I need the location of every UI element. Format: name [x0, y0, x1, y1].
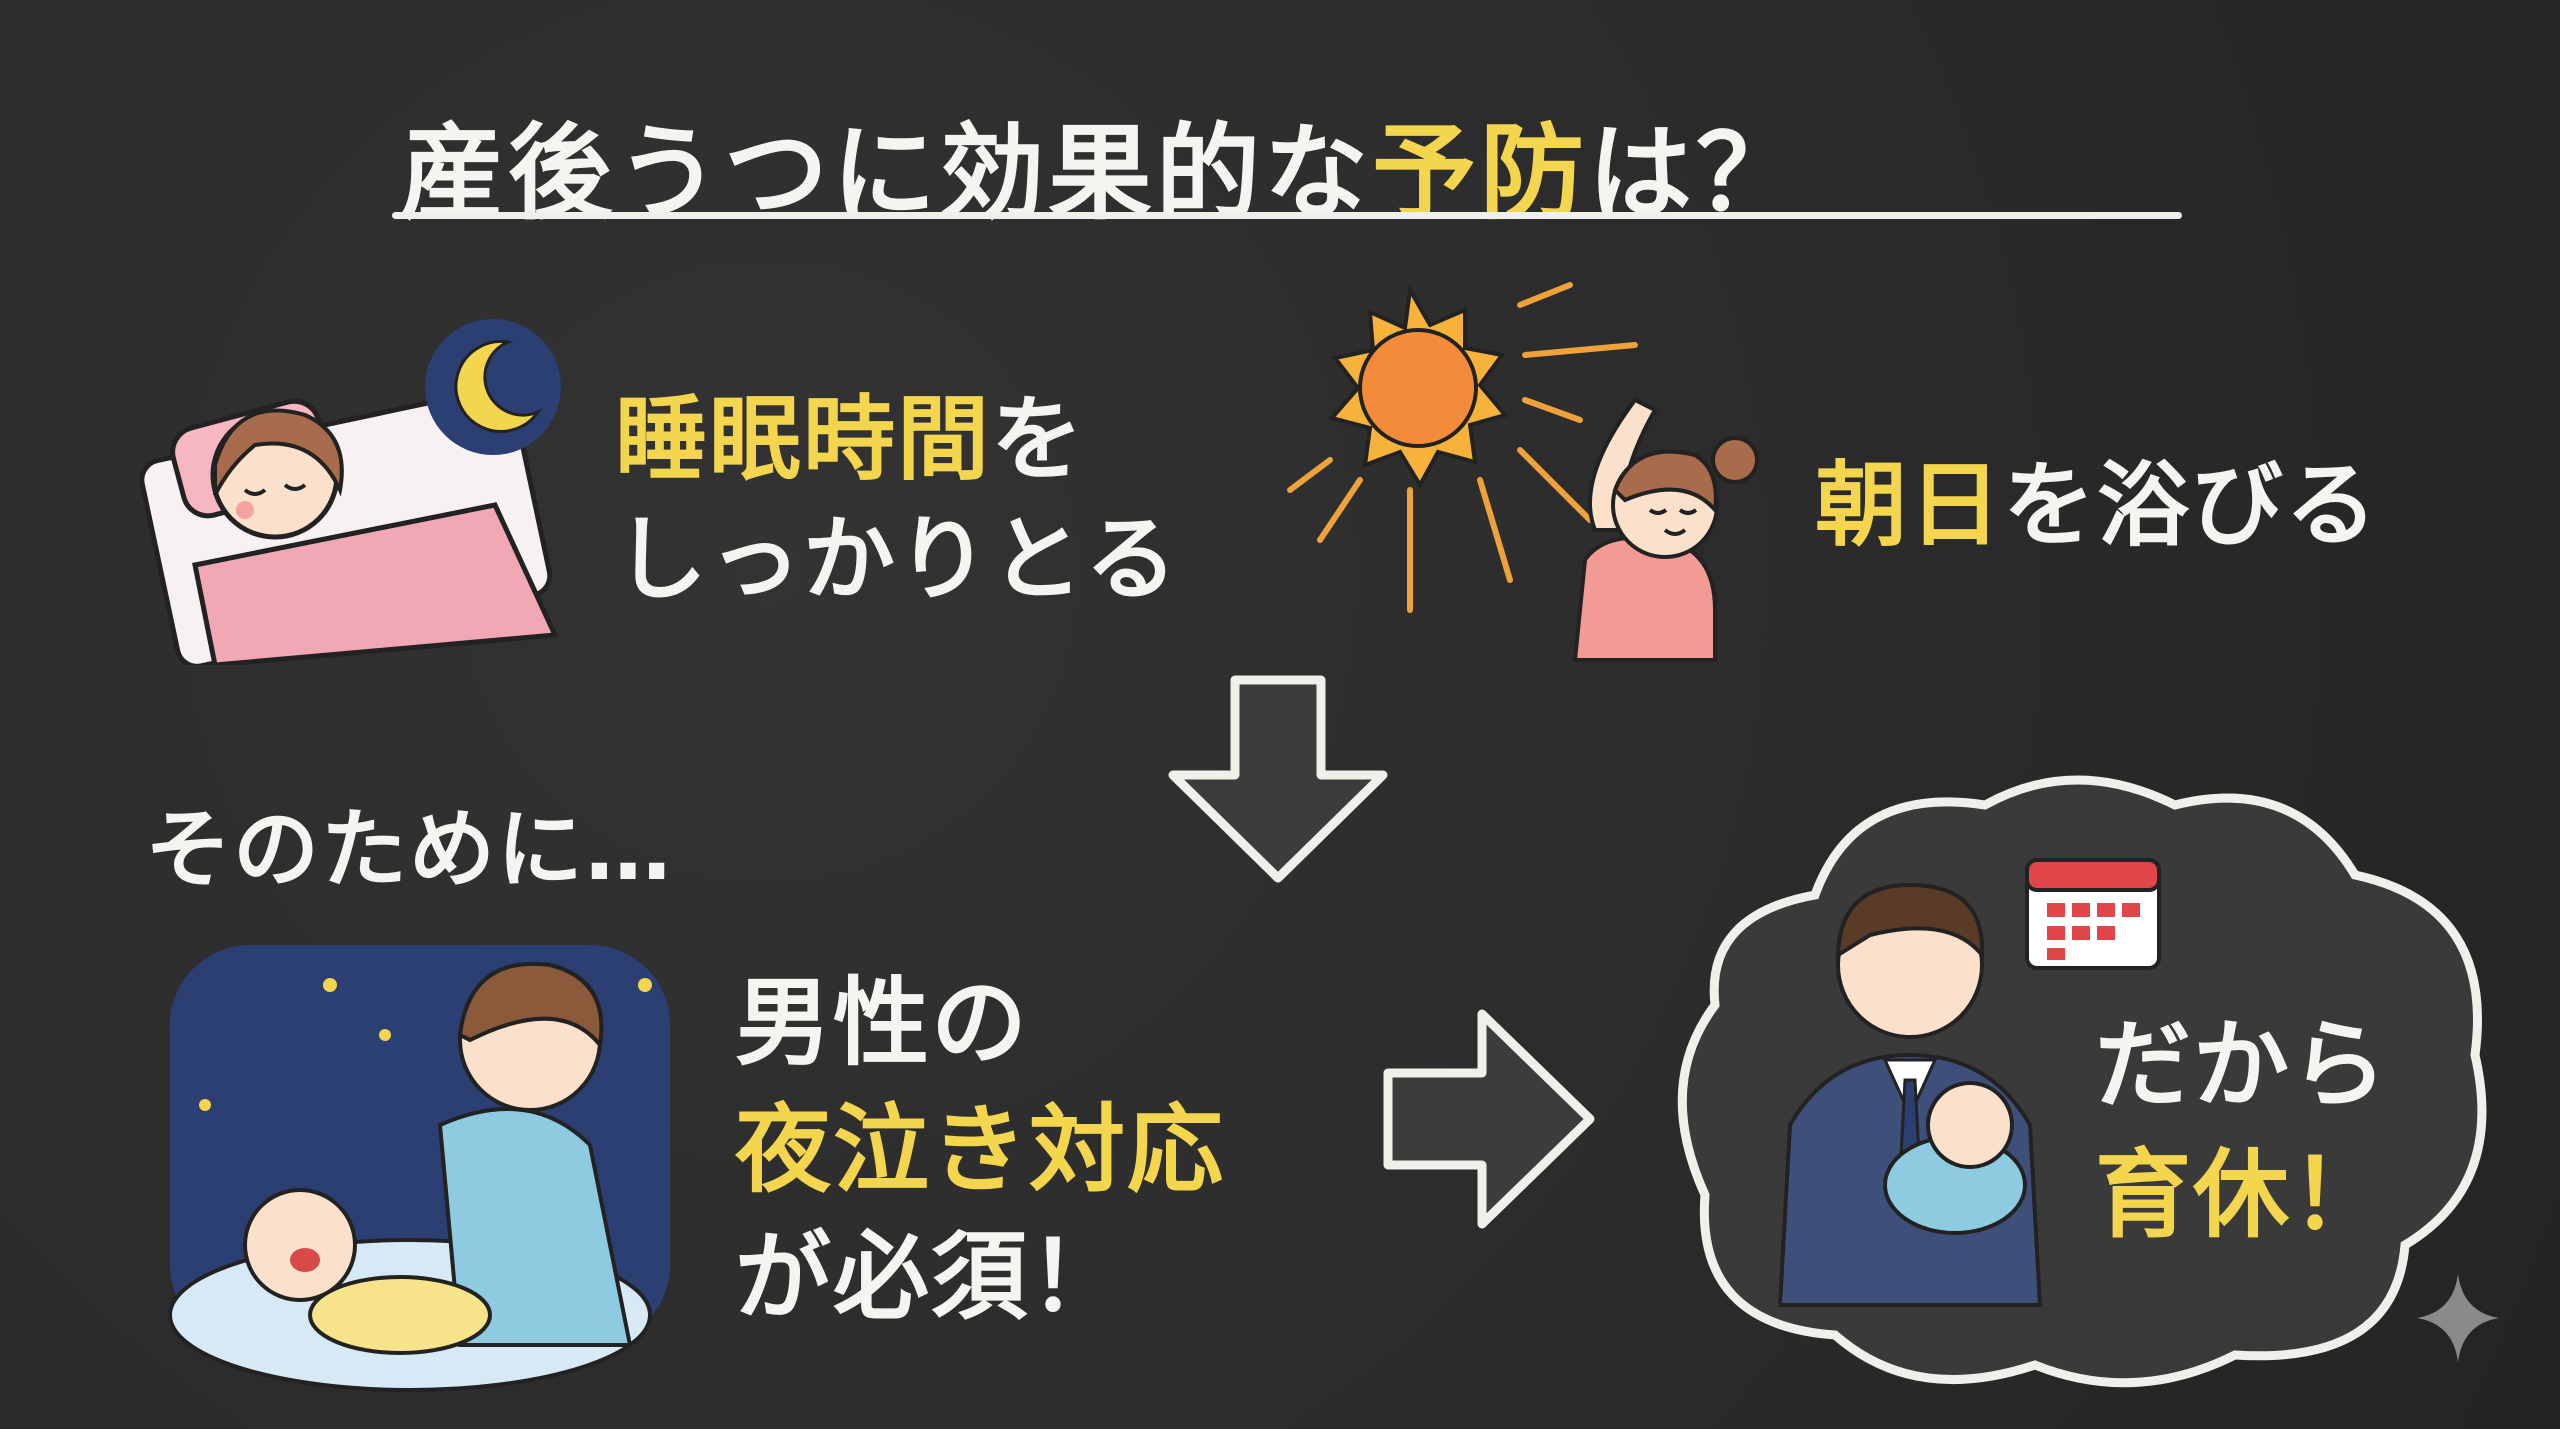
sunlight-text: 朝日を浴びる — [1815, 446, 2379, 566]
night-line1: 男性の — [735, 967, 1029, 1079]
sparkle-icon — [2417, 1274, 2499, 1362]
sleep-highlight: 睡眠時間 — [615, 386, 992, 493]
sleep-text-line2: しっかりとる — [615, 506, 1180, 613]
sun-icon — [1287, 282, 1638, 613]
sunlight-highlight: 朝日 — [1815, 452, 2004, 559]
night-care-text: 男性の夜泣き対応が必須！ — [735, 960, 1225, 1341]
night-line3: が必須！ — [735, 1221, 1127, 1333]
sleeping-mother-illustration — [139, 386, 559, 665]
night-highlight: 夜泣き対応 — [735, 1094, 1225, 1206]
moon-icon — [425, 319, 561, 455]
title-underline — [392, 212, 2182, 219]
calendar-icon — [2025, 858, 2161, 970]
stretching-woman-illustration — [1572, 397, 1759, 662]
right-arrow-icon — [1383, 1009, 1595, 1229]
sleep-text-rest: を — [991, 386, 1086, 493]
sunlight-text-rest: を浴びる — [2003, 452, 2380, 559]
conclusion-text: だから育休！ — [2095, 1000, 2389, 1260]
father-baby-night-illustration — [168, 945, 670, 1392]
father-holding-baby-illustration — [1777, 882, 2043, 1307]
conclusion-line1: だから — [2095, 1009, 2389, 1121]
down-arrow-icon — [1168, 675, 1388, 883]
conclusion-highlight: 育休！ — [2095, 1139, 2389, 1251]
transition-text: そのために… — [145, 800, 673, 900]
sleep-text: 睡眠時間をしっかりとる — [615, 380, 1179, 620]
